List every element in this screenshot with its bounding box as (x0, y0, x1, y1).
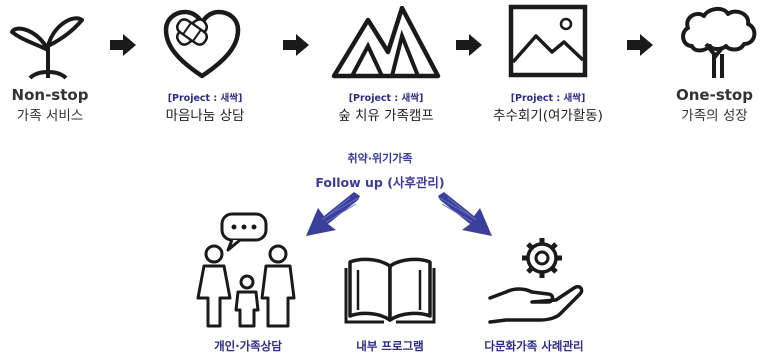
step-name: 마음나눔 상담 (165, 108, 245, 124)
follow-up-line2: Follow up (사후관리) (315, 175, 445, 190)
heart-bandage-icon (162, 8, 242, 80)
step-title: One-stop (676, 86, 753, 104)
right-arrow-icon (110, 34, 136, 60)
step-subtitle: 가족 서비스 (16, 108, 84, 124)
follow-up-caption: 취약·위기가족 Follow up (사후관리) (300, 150, 460, 191)
hand-gear-icon (486, 236, 584, 332)
step-label-follow-session: [Project : 새싹] 추수회기(여가활동) (478, 90, 618, 124)
mountains-icon (330, 6, 442, 80)
tree-icon (678, 6, 760, 80)
step-name: 숲 치유 가족캠프 (338, 108, 434, 124)
step-label-forest-camp: [Project : 새싹] 숲 치유 가족캠프 (318, 90, 454, 124)
step-label-one-stop: One-stop 가족의 성장 (666, 86, 763, 124)
seedling-icon (8, 10, 88, 80)
right-arrow-icon (283, 34, 309, 60)
down-right-arrow-icon (436, 192, 498, 244)
project-tag: [Project : 새싹] (510, 93, 586, 104)
bottom-label-internal-program: 내부 프로그램 (356, 339, 424, 353)
right-arrow-icon (456, 34, 482, 60)
step-label-counseling: [Project : 새싹] 마음나눔 상담 (145, 90, 265, 124)
project-tag: [Project : 새싹] (348, 93, 424, 104)
step-title: Non-stop (11, 86, 89, 104)
family-speech-icon (192, 212, 304, 334)
step-name: 추수회기(여가활동) (493, 108, 603, 124)
down-left-arrow-icon (300, 192, 362, 244)
landscape-picture-icon (508, 4, 588, 78)
step-label-non-stop: Non-stop 가족 서비스 (0, 86, 100, 124)
bottom-label-counseling: 개인·가족상담 (214, 339, 282, 353)
bottom-label-multicultural-case: 다문화가족 사례관리 (484, 339, 584, 353)
open-book-icon (344, 256, 436, 330)
step-subtitle: 가족의 성장 (681, 108, 748, 124)
right-arrow-icon (627, 34, 653, 60)
follow-up-line1: 취약·위기가족 (347, 152, 413, 165)
project-tag: [Project : 새싹] (167, 93, 243, 104)
